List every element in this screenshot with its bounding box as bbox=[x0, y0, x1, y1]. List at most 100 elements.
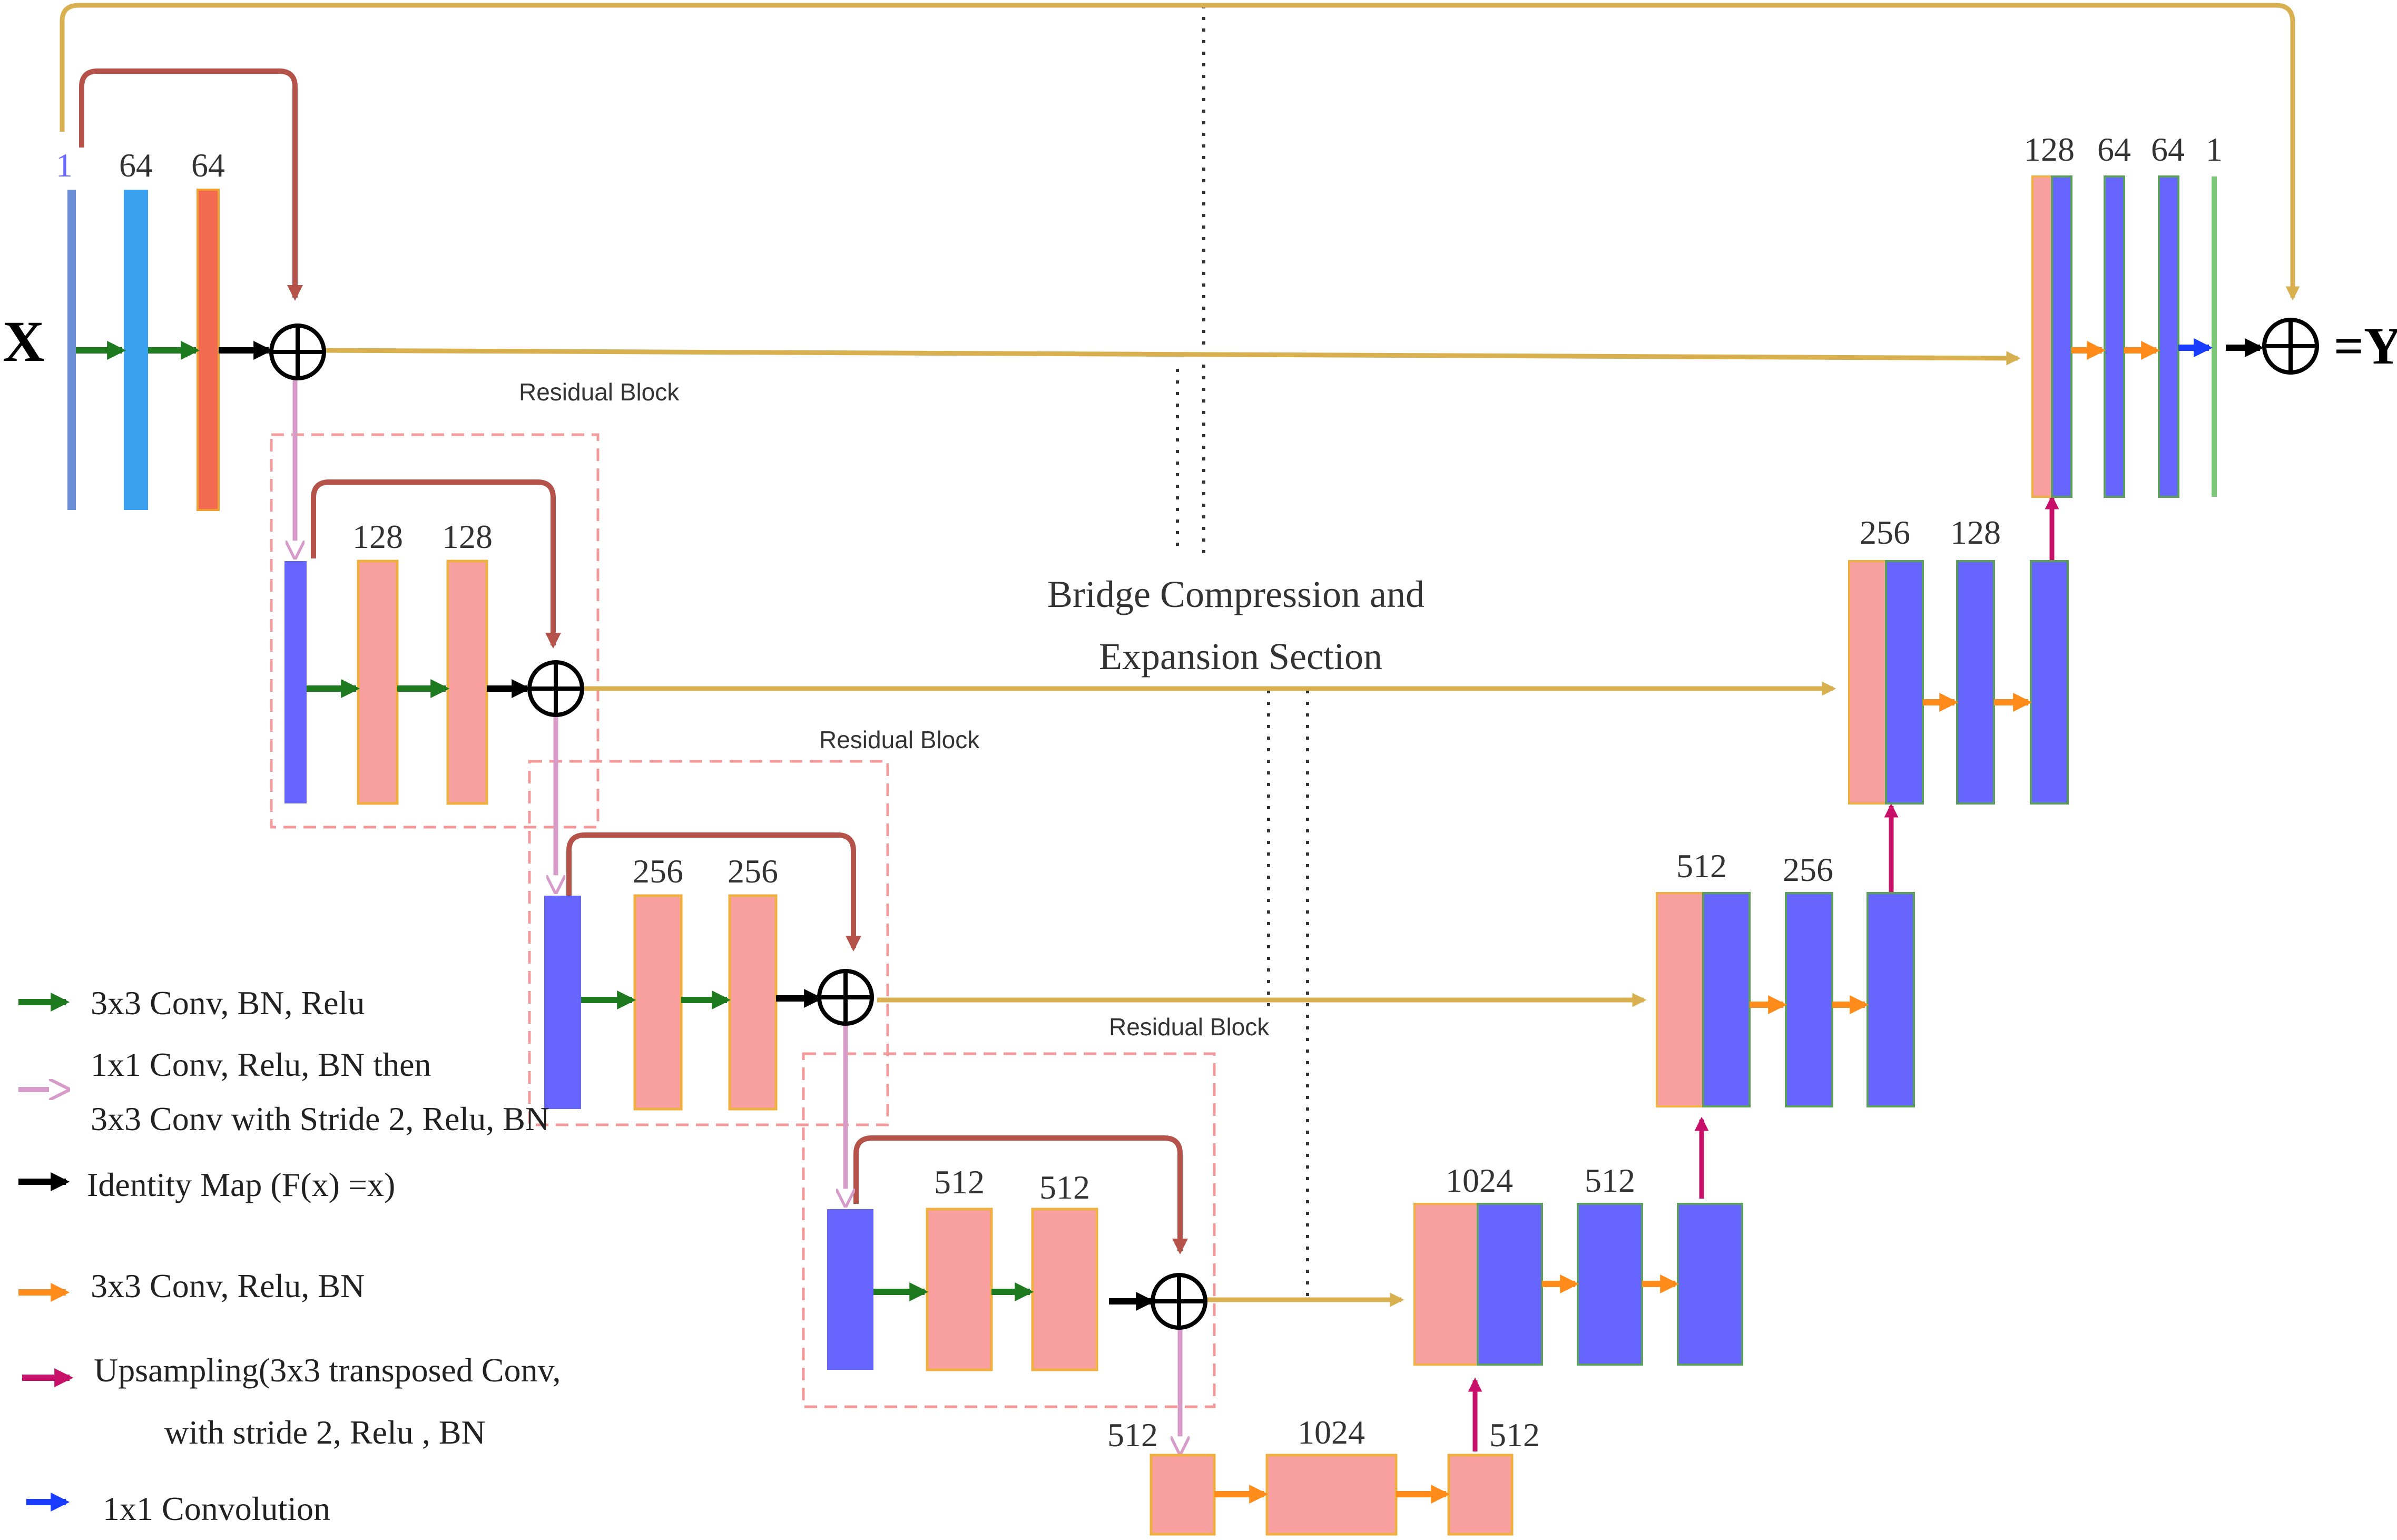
encoder-level-3 bbox=[544, 894, 778, 1111]
feature-map-block bbox=[2158, 175, 2179, 498]
bridge-blocks bbox=[1150, 1454, 1514, 1536]
bridge-section-label: Bridge Compression and Expansion Section bbox=[1047, 573, 1434, 678]
feature-map-block bbox=[926, 1208, 993, 1371]
legend-item: 1x1 Convolution bbox=[26, 1490, 330, 1527]
feature-map-block bbox=[1785, 892, 1833, 1107]
feature-map-block bbox=[357, 560, 399, 805]
feature-map-block bbox=[1150, 1454, 1216, 1536]
channel-label: 512 bbox=[1585, 1162, 1635, 1199]
upsample-arrows bbox=[1468, 495, 2059, 1451]
residual-block-label: Residual Block bbox=[1109, 1013, 1270, 1041]
feature-map-block bbox=[633, 894, 683, 1111]
channel-label: 512 bbox=[1676, 847, 1727, 885]
channel-label: 1 bbox=[2206, 131, 2223, 168]
feature-map-block bbox=[1265, 1454, 1398, 1536]
svg-text:3x3 Conv, BN, Relu: 3x3 Conv, BN, Relu bbox=[91, 984, 365, 1022]
input-label: X bbox=[3, 309, 44, 374]
channel-label: 128 bbox=[1950, 514, 2001, 551]
feature-map-block bbox=[728, 894, 778, 1111]
channel-label: 256 bbox=[728, 852, 778, 890]
feature-map-block bbox=[1866, 892, 1915, 1107]
legend: 3x3 Conv, BN, Relu 1x1 Conv, Relu, BN th… bbox=[18, 984, 561, 1527]
legend-item: Upsampling(3x3 transposed Conv, with str… bbox=[22, 1351, 561, 1451]
legend-item: 1x1 Conv, Relu, BN then 3x3 Conv with St… bbox=[18, 1046, 549, 1137]
svg-text:3x3 Conv with Stride 2, Relu,: 3x3 Conv with Stride 2, Relu, BN bbox=[91, 1100, 549, 1137]
svg-text:1x1 Conv, Relu, BN then: 1x1 Conv, Relu, BN then bbox=[91, 1046, 431, 1083]
output-label: =Y bbox=[2334, 317, 2397, 375]
feature-map-block bbox=[284, 561, 307, 803]
channel-label: 64 bbox=[119, 146, 153, 184]
svg-text:3x3 Conv, Relu, BN: 3x3 Conv, Relu, BN bbox=[91, 1267, 365, 1304]
encoder-level-2 bbox=[284, 560, 488, 805]
channel-label: 64 bbox=[2151, 131, 2185, 168]
svg-text:Identity Map (F(x) =x): Identity Map (F(x) =x) bbox=[87, 1166, 395, 1203]
bridge-section-dividers bbox=[1176, 5, 1309, 1301]
feature-map-block bbox=[1447, 1454, 1514, 1536]
legend-item: 3x3 Conv, Relu, BN bbox=[18, 1267, 365, 1304]
feature-map-block bbox=[1956, 560, 1995, 805]
channel-label: 256 bbox=[1860, 514, 1910, 551]
feature-map-block bbox=[544, 896, 581, 1109]
feature-map-block bbox=[1885, 560, 1924, 805]
sum-icon bbox=[817, 969, 874, 1026]
decoder-level-4 bbox=[1413, 1203, 1743, 1366]
feature-map-block bbox=[2030, 560, 2069, 805]
residual-block-boxes bbox=[270, 433, 1216, 1408]
channel-label: 128 bbox=[2024, 131, 2075, 168]
residual-arcs bbox=[79, 68, 1188, 1254]
bridge-channel-labels: 512 1024 512 bbox=[1107, 1414, 1540, 1454]
channel-label: 512 bbox=[1039, 1169, 1090, 1206]
downsample-arrows bbox=[295, 374, 1180, 1451]
channel-label: 1 bbox=[56, 146, 73, 184]
decoder-level-1 bbox=[2031, 175, 2217, 498]
channel-label: 1024 bbox=[1446, 1162, 1513, 1199]
channel-label: 64 bbox=[2097, 131, 2131, 168]
svg-text:1x1 Convolution: 1x1 Convolution bbox=[103, 1490, 330, 1527]
feature-map-block bbox=[124, 190, 148, 510]
feature-map-block bbox=[2031, 175, 2053, 498]
feature-map-block bbox=[2104, 175, 2125, 498]
legend-item: 3x3 Conv, BN, Relu bbox=[18, 984, 365, 1022]
encoder-level-1 bbox=[67, 189, 220, 511]
channel-label: 128 bbox=[352, 518, 403, 555]
feature-map-block bbox=[2212, 176, 2217, 497]
channel-label: 1024 bbox=[1298, 1414, 1365, 1451]
sum-icon bbox=[269, 323, 326, 380]
feature-map-block bbox=[1702, 892, 1751, 1107]
channel-label: 128 bbox=[442, 518, 493, 555]
encoder-channel-labels: 1 64 64 128 128 256 256 512 512 bbox=[56, 146, 1090, 1206]
feature-map-block bbox=[2051, 175, 2072, 498]
sum-icon bbox=[527, 660, 584, 717]
feature-map-block bbox=[197, 189, 220, 511]
operation-arrows bbox=[76, 338, 2264, 1504]
sum-icon bbox=[2262, 318, 2319, 375]
decoder-level-2 bbox=[1848, 560, 2069, 805]
feature-map-block bbox=[1677, 1203, 1743, 1366]
skip-connections bbox=[318, 348, 2021, 1307]
decoder-channel-labels: 1024 512 512 256 256 128 128 64 64 1 bbox=[1446, 131, 2223, 1199]
sum-operators bbox=[269, 318, 2319, 1330]
feature-map-block bbox=[1577, 1203, 1643, 1366]
encoder-level-4 bbox=[827, 1208, 1098, 1371]
channel-label: 64 bbox=[191, 146, 225, 184]
feature-map-block bbox=[67, 190, 76, 510]
channel-label: 256 bbox=[633, 852, 683, 890]
global-skip-connection bbox=[60, 3, 2300, 301]
channel-label: 512 bbox=[1489, 1416, 1540, 1454]
channel-label: 512 bbox=[934, 1163, 985, 1201]
channel-label: 256 bbox=[1783, 851, 1833, 888]
feature-map-block bbox=[1477, 1203, 1543, 1366]
feature-map-block bbox=[1848, 560, 1887, 805]
channel-label: 512 bbox=[1107, 1416, 1158, 1454]
svg-text:Upsampling(3x3 transposed Con: Upsampling(3x3 transposed Conv, bbox=[94, 1351, 561, 1389]
feature-map-block bbox=[1656, 892, 1704, 1107]
residual-block-label: Residual Block bbox=[819, 726, 980, 753]
feature-map-block bbox=[1413, 1203, 1479, 1366]
feature-map-block bbox=[827, 1209, 873, 1370]
residual-block-label: Residual Block bbox=[519, 378, 680, 406]
legend-item: Identity Map (F(x) =x) bbox=[18, 1166, 395, 1203]
feature-map-block bbox=[446, 560, 488, 805]
svg-text:with stride 2, Relu , BN: with stride 2, Relu , BN bbox=[164, 1414, 486, 1451]
feature-map-block bbox=[1031, 1208, 1098, 1371]
